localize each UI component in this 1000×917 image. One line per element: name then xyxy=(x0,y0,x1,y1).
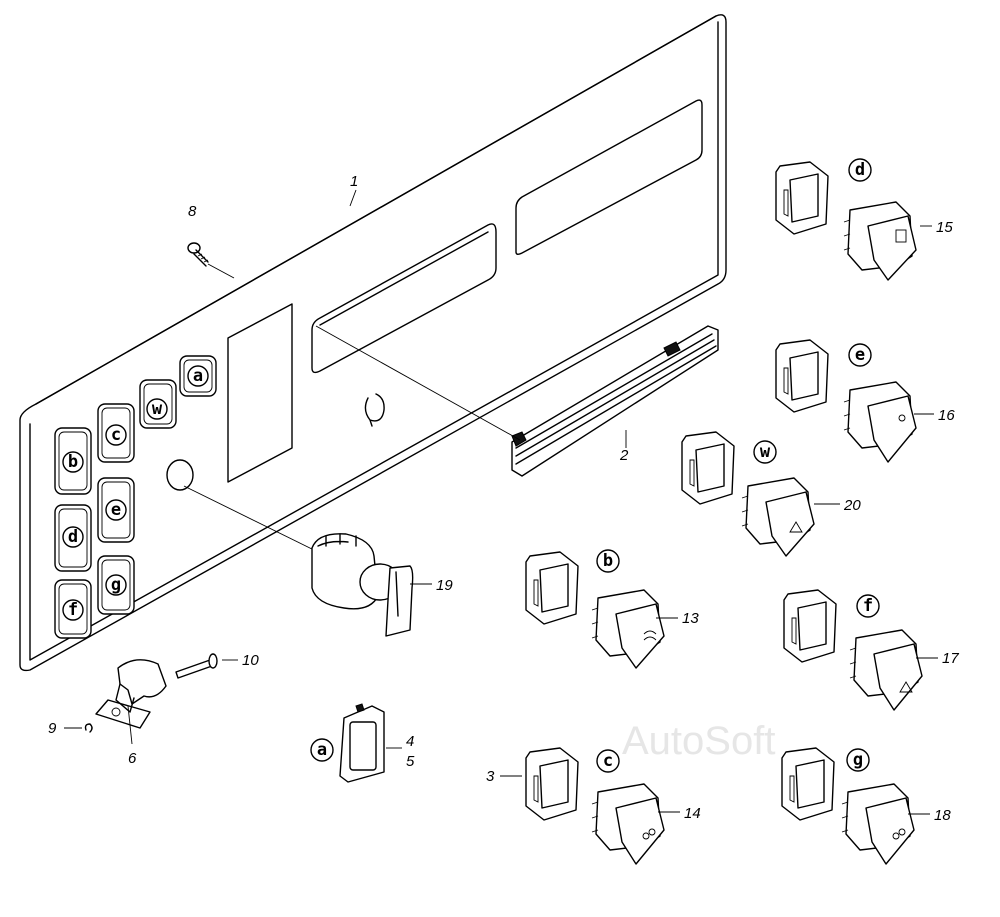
callout-numbers: 1 2 3 4 5 6 8 9 10 13 14 15 16 17 18 19 … xyxy=(48,173,959,824)
panel-switch-d: d xyxy=(54,504,92,572)
callout-18: 18 xyxy=(934,807,951,824)
svg-text:a: a xyxy=(193,366,203,386)
svg-text:d: d xyxy=(68,527,78,547)
instrument-panel xyxy=(19,14,727,672)
callout-13: 13 xyxy=(682,610,699,627)
display-window-right xyxy=(515,99,703,255)
callout-20: 20 xyxy=(843,497,861,514)
svg-text:c: c xyxy=(111,425,121,445)
display-window-center xyxy=(311,223,497,374)
callout-6: 6 xyxy=(128,750,137,767)
callout-14: 14 xyxy=(684,805,701,822)
switch-group-w: w xyxy=(681,431,815,557)
screw-8 xyxy=(187,242,235,279)
svg-text:c: c xyxy=(603,751,613,771)
watermark: AutoSoft xyxy=(622,719,775,763)
callout-8: 8 xyxy=(188,203,197,220)
callout-9: 9 xyxy=(48,720,57,737)
switch-frame-a: a xyxy=(310,703,402,783)
callout-10: 10 xyxy=(242,652,259,669)
panel-cutout xyxy=(227,303,293,483)
switch-group-g: g xyxy=(781,747,915,865)
panel-switch-f: f xyxy=(54,579,92,639)
svg-text:b: b xyxy=(603,551,613,571)
svg-text:w: w xyxy=(152,399,163,419)
callout-1: 1 xyxy=(350,173,358,190)
trim-strip xyxy=(315,325,719,477)
svg-text:g: g xyxy=(111,575,121,595)
svg-text:f: f xyxy=(863,596,873,616)
panel-switch-w: w xyxy=(139,379,177,429)
callout-16: 16 xyxy=(938,407,955,424)
svg-text:a: a xyxy=(317,740,327,760)
svg-text:w: w xyxy=(760,442,771,462)
switch-group-c: c xyxy=(525,747,665,865)
svg-text:e: e xyxy=(111,500,121,520)
svg-text:e: e xyxy=(855,345,865,365)
svg-text:g: g xyxy=(853,750,863,770)
svg-text:b: b xyxy=(68,452,78,472)
panel-switch-c: c xyxy=(97,403,135,463)
switch-group-d: d xyxy=(775,158,917,281)
callout-5: 5 xyxy=(406,753,415,770)
callout-2: 2 xyxy=(619,447,629,464)
panel-switch-a: a xyxy=(179,355,217,397)
key-switch xyxy=(183,485,414,637)
bracket-6 xyxy=(95,659,167,745)
panel-switch-b: b xyxy=(54,427,92,495)
callout-17: 17 xyxy=(942,650,959,667)
svg-text:f: f xyxy=(68,600,78,620)
panel-switch-g: g xyxy=(97,555,135,615)
pin-10 xyxy=(175,653,238,679)
panel-clip xyxy=(364,393,385,427)
callout-19: 19 xyxy=(436,577,453,594)
nut-9 xyxy=(64,723,93,733)
switch-group-b: b xyxy=(525,549,665,669)
callout-3: 3 xyxy=(486,768,495,785)
svg-text:d: d xyxy=(855,160,865,180)
switch-group-e: e xyxy=(775,339,917,463)
key-switch-hole xyxy=(166,459,194,491)
callout-4: 4 xyxy=(406,733,414,750)
callout-15: 15 xyxy=(936,219,953,236)
switch-group-f: f xyxy=(783,589,923,711)
leader-lines xyxy=(349,189,938,815)
panel-switch-e: e xyxy=(97,477,135,543)
